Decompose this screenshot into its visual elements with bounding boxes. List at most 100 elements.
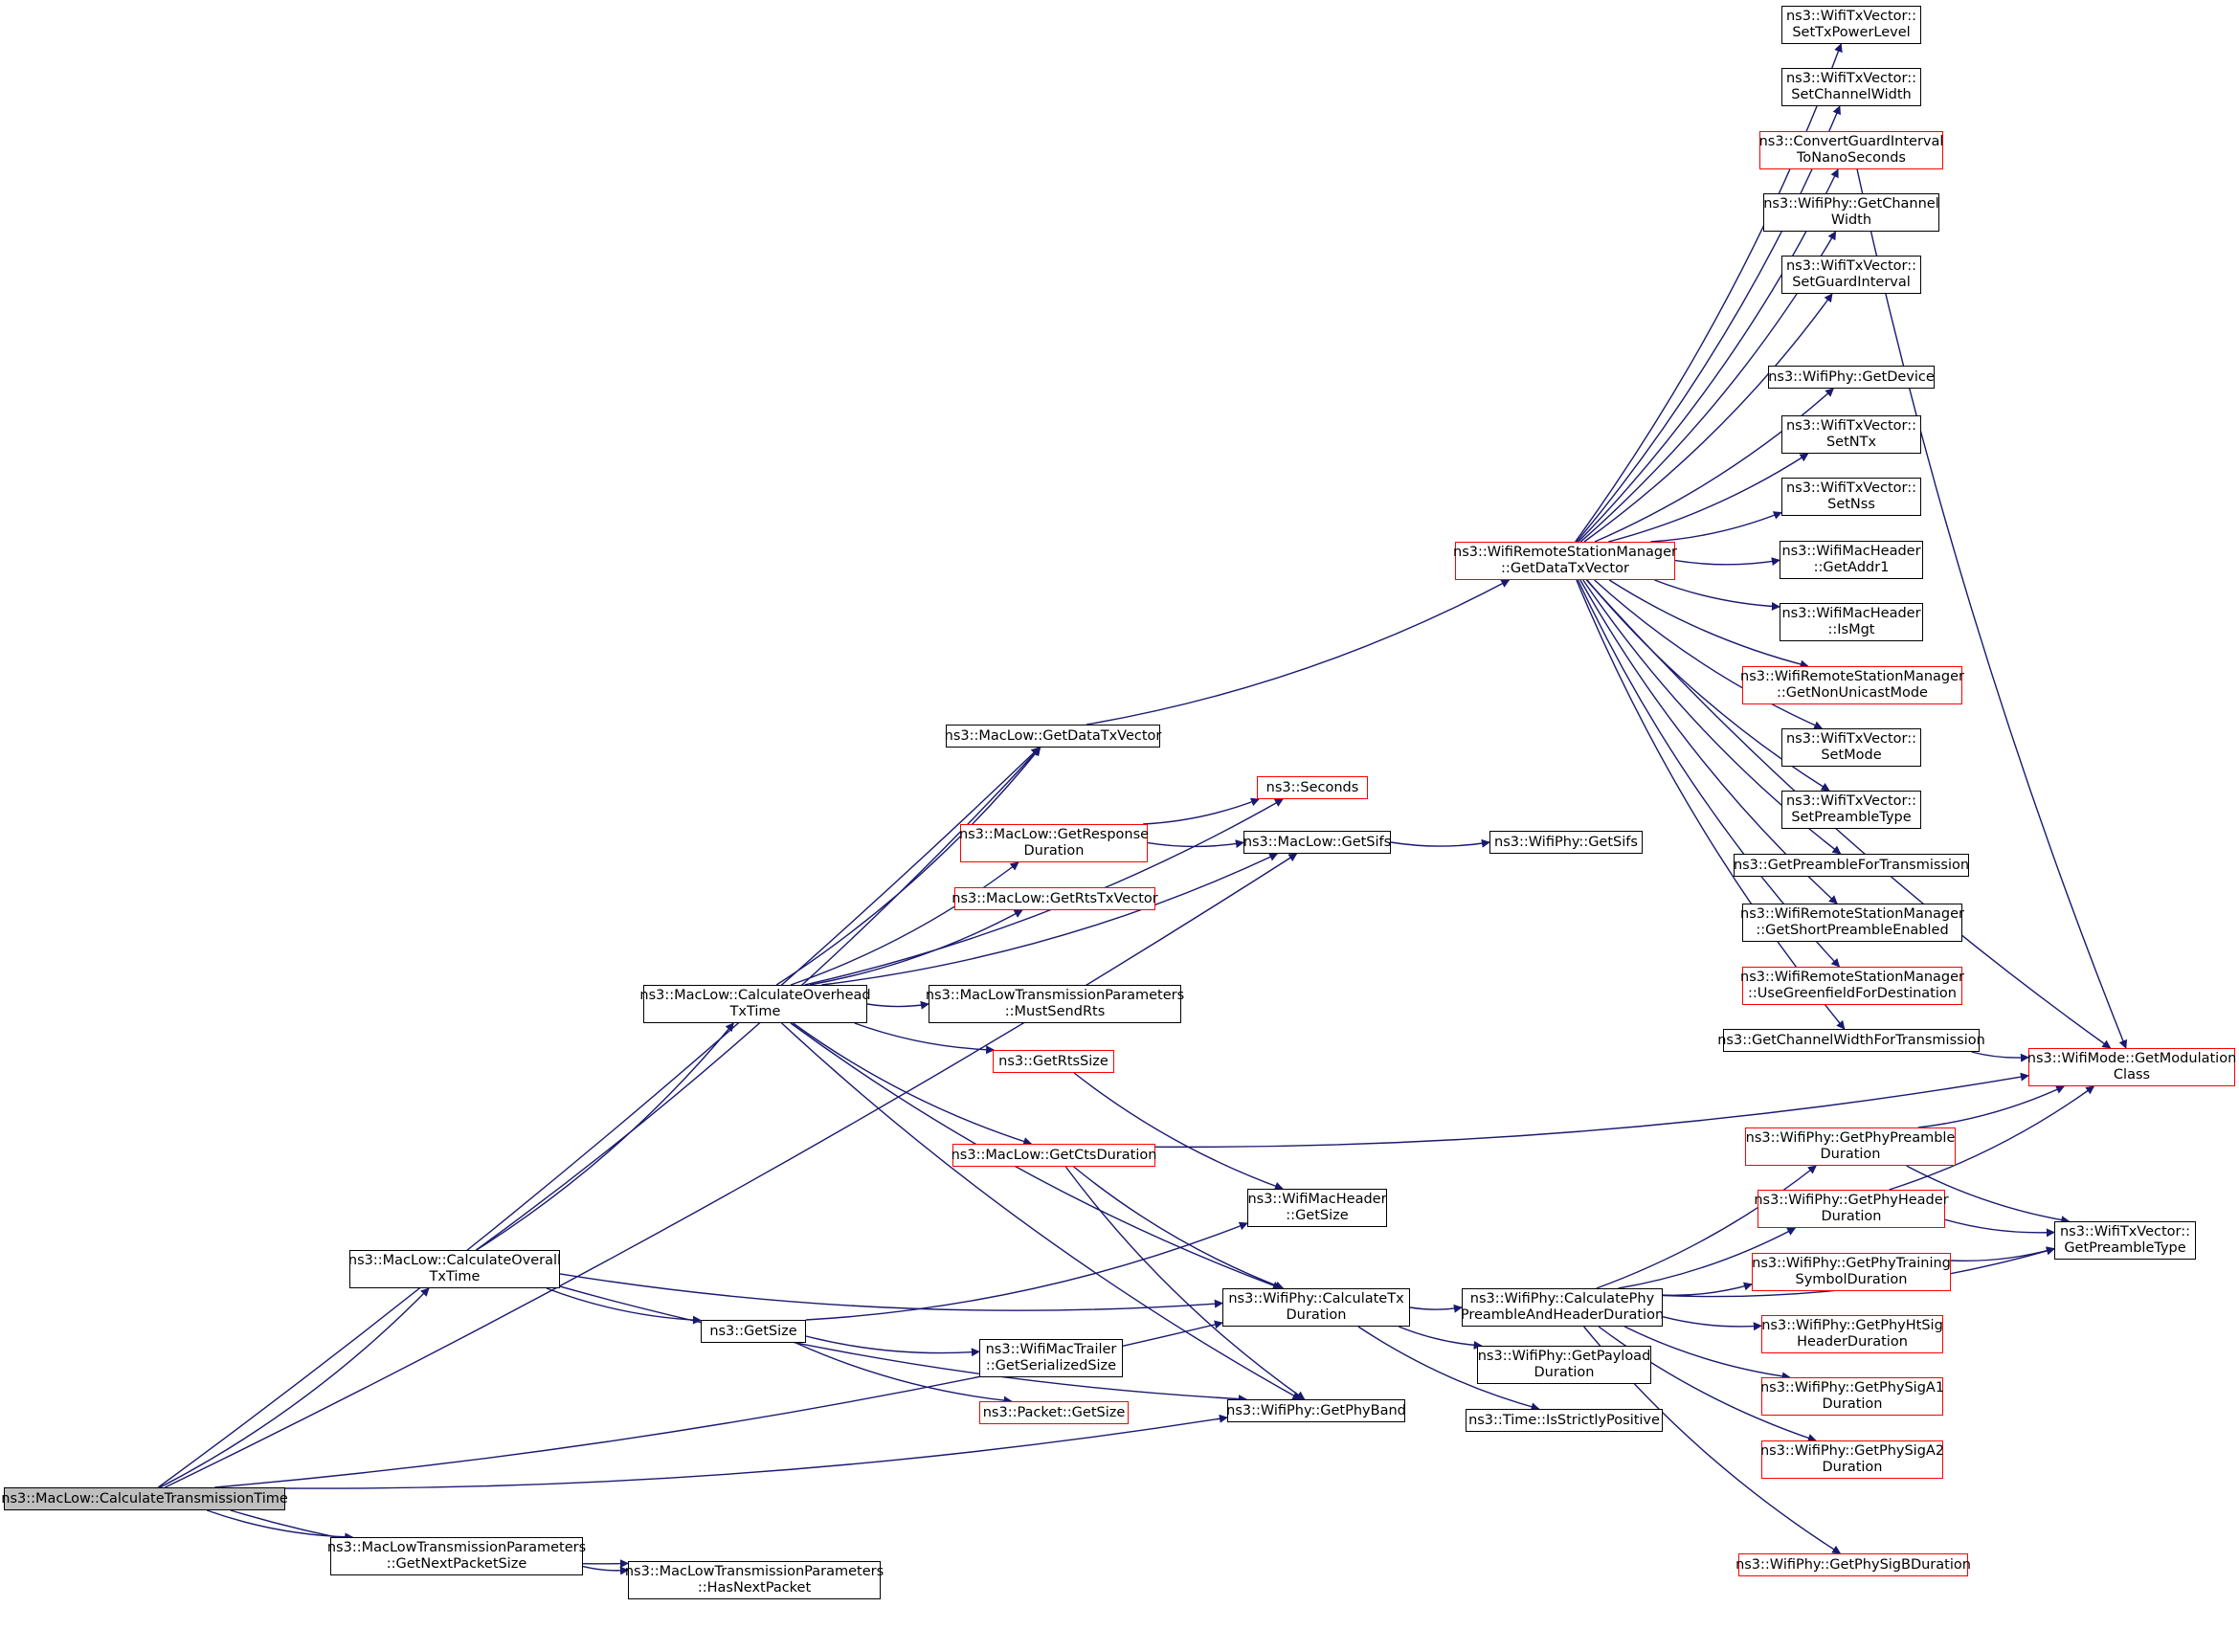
edge-rsm_get_data_txv-to-is_mgt — [1654, 579, 1780, 611]
edge-get_cts_dur-to-get_phy_band — [1064, 1166, 1306, 1400]
node-must-send-rts[interactable]: ns3::MacLowTransmissionParameters::MustS… — [926, 985, 1184, 1023]
node-get-preamble-type[interactable]: ns3::WifiTxVector::GetPreambleType — [2054, 1221, 2196, 1260]
edge-rsm_get_data_txv-to-get_nonunicast — [1608, 579, 1809, 669]
node-get-next-packet-size[interactable]: ns3::MacLowTransmissionParameters::GetNe… — [327, 1537, 586, 1575]
edge-rsm_get_data_txv-to-set_ntx — [1608, 453, 1809, 543]
node-seconds[interactable]: ns3::Seconds — [1257, 776, 1368, 799]
edge-calc_overhead-to-get_response_dur — [790, 861, 1019, 986]
node-set-nss[interactable]: ns3::WifiTxVector::SetNss — [1781, 478, 1921, 516]
node-has-next-packet[interactable]: ns3::MacLowTransmissionParameters::HasNe… — [625, 1561, 884, 1599]
edge-rsm_get_data_txv-to-set_mode — [1594, 579, 1824, 729]
edge-get_cts_dur-to-calc_tx_dur — [1073, 1166, 1285, 1290]
edge-rsm_get_data_txv-to-set_tx_power — [1575, 43, 1843, 543]
edge-calc_tx_dur-to-is_strictly_pos — [1357, 1326, 1540, 1412]
edge-calc_overall-to-get_size — [546, 1287, 702, 1325]
node-get-preamble-for-transmission[interactable]: ns3::GetPreambleForTransmission — [1734, 854, 1969, 877]
edge-get_cw_for_tx-to-get_modulation_class — [1971, 1051, 2029, 1062]
node-get-rts-size[interactable]: ns3::GetRtsSize — [993, 1050, 1114, 1073]
edge-calc_overall-to-calc_overhead — [476, 1022, 734, 1251]
node-get-channel-width-for-transmission[interactable]: ns3::GetChannelWidthForTransmission — [1717, 1029, 1985, 1052]
node-rsm-get-data-txvector[interactable]: ns3::WifiRemoteStationManager::GetDataTx… — [1453, 542, 1677, 580]
node-maclow-get-data-txvector[interactable]: ns3::MacLow::GetDataTxVector — [945, 725, 1161, 748]
node-maclow-get-sifs[interactable]: ns3::MacLow::GetSifs — [1243, 831, 1391, 854]
edge-get_phy_preamble_dur-to-get_modulation_class — [1917, 1085, 2066, 1128]
node-is-mgt[interactable]: ns3::WifiMacHeader::IsMgt — [1780, 603, 1923, 641]
node-get-phy-sigb-duration[interactable]: ns3::WifiPhy::GetPhySigBDuration — [1735, 1553, 1971, 1576]
node-use-greenfield-for-destination[interactable]: ns3::WifiRemoteStationManager::UseGreenf… — [1740, 967, 1964, 1005]
edge-calc_overhead-to-get_rts_size — [854, 1022, 996, 1055]
edge-rsm_get_data_txv-to-set_nss — [1650, 511, 1782, 543]
edge-calc_overhead-to-must_send_rts — [866, 1000, 929, 1010]
edge-rsm_get_data_txv-to-set_preamble_type — [1586, 579, 1830, 792]
edge-rsm_get_data_txv-to-set_channel_width — [1576, 105, 1841, 543]
edge-calc_phy_preamble-to-get_phy_header_dur — [1618, 1227, 1797, 1289]
edge-get_phy_training-to-get_preamble_type — [1950, 1246, 2055, 1262]
edge-calc_overhead-to-calc_tx_dur — [790, 1022, 1282, 1290]
node-get-phy-band[interactable]: ns3::WifiPhy::GetPhyBand — [1226, 1399, 1406, 1422]
node-get-addr1[interactable]: ns3::WifiMacHeader::GetAddr1 — [1780, 541, 1923, 579]
edge-calc_phy_preamble-to-get_phy_training — [1662, 1282, 1753, 1297]
node-trailer-serialized-size[interactable]: ns3::WifiMacTrailer::GetSerializedSize — [979, 1339, 1123, 1377]
node-get-size[interactable]: ns3::GetSize — [701, 1320, 806, 1343]
edge-calc_phy_preamble-to-get_phy_siga2 — [1598, 1326, 1817, 1442]
edge-calc_overhead-to-get_data_txv — [775, 747, 1041, 986]
node-get-cts-duration[interactable]: ns3::MacLow::GetCtsDuration — [952, 1144, 1156, 1167]
node-is-strictly-positive[interactable]: ns3::Time::IsStrictlyPositive — [1466, 1409, 1663, 1432]
edge-calc_tx_time-to-get_data_txv — [157, 747, 1041, 1488]
node-set-ntx[interactable]: ns3::WifiTxVector::SetNTx — [1781, 415, 1921, 454]
edge-get_data_txv-to-rsm_get_data_txv — [1086, 579, 1511, 726]
edge-get_phy_header_dur-to-get_preamble_type — [1944, 1218, 2055, 1238]
node-get-short-preamble-enabled[interactable]: ns3::WifiRemoteStationManager::GetShortP… — [1740, 904, 1964, 942]
edge-calc_overall-to-calc_tx_dur — [559, 1273, 1223, 1311]
edge-calc_overhead-to-get_rts_txv — [809, 909, 1023, 986]
node-packet-get-size[interactable]: ns3::Packet::GetSize — [979, 1401, 1129, 1424]
edge-calc_phy_preamble-to-get_phy_htsig — [1662, 1316, 1762, 1331]
edge-convert_gi-to-get_modulation_class — [1856, 168, 2128, 1049]
edge-calc_phy_preamble-to-get_phy_preamble_dur — [1596, 1165, 1817, 1289]
edge-calc_tx_time-to-get_phy_band — [284, 1414, 1228, 1489]
node-set-preamble-type[interactable]: ns3::WifiTxVector::SetPreambleType — [1781, 791, 1921, 829]
node-calculate-transmission-time: ns3::MacLow::CalculateTransmissionTime — [1, 1487, 288, 1510]
edge-mac_get_sifs-to-phy_get_sifs — [1390, 838, 1490, 848]
node-set-channel-width[interactable]: ns3::WifiTxVector::SetChannelWidth — [1781, 68, 1921, 106]
edge-calc_tx_time-to-mac_get_sifs — [165, 853, 1298, 1488]
edge-rsm_get_data_txv-to-get_device — [1594, 388, 1834, 543]
edge-get_rts_size-to-hdr_get_size — [1073, 1072, 1284, 1191]
edge-calc_phy_preamble-to-get_phy_siga1 — [1623, 1326, 1791, 1381]
node-set-tx-power-level[interactable]: ns3::WifiTxVector::SetTxPowerLevel — [1781, 6, 1921, 44]
edge-get_phy_header_dur-to-get_modulation_class — [1889, 1085, 2095, 1191]
node-get-nonunicast-mode[interactable]: ns3::WifiRemoteStationManager::GetNonUni… — [1740, 666, 1964, 704]
node-macheader-get-size[interactable]: ns3::WifiMacHeader::GetSize — [1247, 1189, 1387, 1227]
node-set-mode[interactable]: ns3::WifiTxVector::SetMode — [1781, 728, 1921, 767]
edge-calc_tx_time-to-calc_overall — [159, 1287, 430, 1488]
edge-get_size-to-trailer_size — [805, 1335, 980, 1357]
edge-calc_overhead-to-get_cts_dur — [793, 1022, 1033, 1146]
edge-get_response_dur-to-mac_get_sifs — [1147, 839, 1244, 849]
node-get-device[interactable]: ns3::WifiPhy::GetDevice — [1768, 366, 1935, 389]
node-wifiphy-get-sifs[interactable]: ns3::WifiPhy::GetSifs — [1489, 831, 1643, 854]
edge-calc_overhead-to-get_phy_band — [781, 1022, 1302, 1400]
edge-rsm_get_data_txv-to-get_addr1 — [1674, 557, 1780, 567]
edge-get_next_pkt-to-has_next_pkt — [582, 1565, 629, 1575]
edge-calc_overhead-to-mac_get_sifs — [821, 853, 1279, 986]
edge-get_response_dur-to-seconds — [1143, 797, 1260, 825]
node-get-rts-txvector[interactable]: ns3::MacLow::GetRtsTxVector — [952, 887, 1158, 910]
node-set-guard-interval[interactable]: ns3::WifiTxVector::SetGuardInterval — [1781, 256, 1921, 294]
